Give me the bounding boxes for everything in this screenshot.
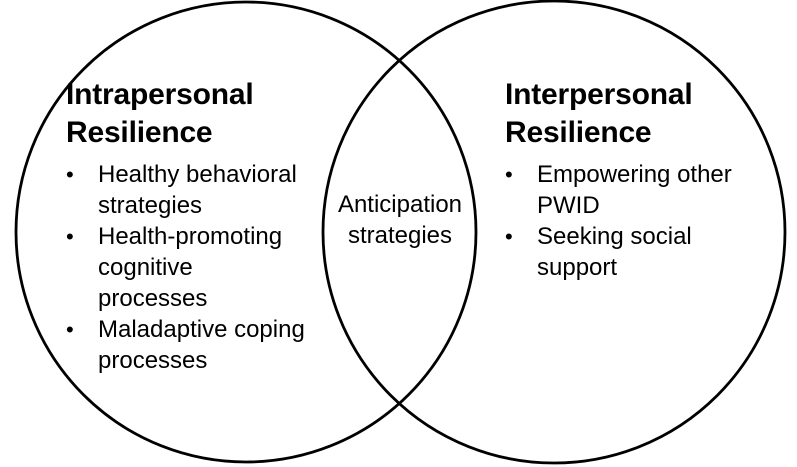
bullet-icon: • [505,162,513,187]
bullet-icon: • [66,317,74,342]
right-circle [321,0,787,465]
left-circle-title: Intrapersonal Resilience [66,78,254,149]
bullet-icon: • [66,162,74,187]
bullet-icon: • [66,224,74,249]
bullet-icon: • [505,224,513,249]
list-item: • Health-promoting cognitive processes [66,221,311,314]
left-item-list: • Healthy behavioral strategies • Health… [66,159,311,376]
list-item-text: Healthy behavioral strategies [98,161,297,219]
list-item: • Seeking social support [505,221,755,283]
left-region: Intrapersonal Resilience • Healthy behav… [66,76,311,376]
list-item: • Empowering other PWID [505,159,755,221]
right-item-list: • Empowering other PWID • Seeking social… [505,159,755,283]
right-circle-title: Interpersonal Resilience [505,78,693,149]
list-item: • Maladaptive coping processes [66,314,311,376]
list-item: • Healthy behavioral strategies [66,159,311,221]
list-item-text: Maladaptive coping processes [98,316,305,374]
right-region: Interpersonal Resilience • Empowering ot… [505,76,755,283]
list-item-text: Empowering other PWID [537,161,732,219]
list-item-text: Health-promoting cognitive processes [98,223,283,312]
list-item-text: Seeking social support [537,223,692,281]
overlap-label: Anticipation strategies [337,191,463,249]
left-circle [14,0,478,464]
